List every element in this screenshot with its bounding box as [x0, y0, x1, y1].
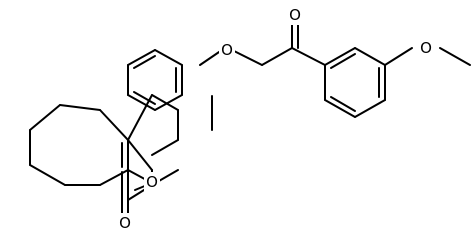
bond [99, 109, 129, 141]
lactone-oxygen-label: O [119, 214, 131, 232]
bond [291, 47, 326, 66]
bond [59, 104, 101, 111]
atom-labels: O O O O O [117, 5, 434, 233]
bond [324, 47, 356, 66]
bond [384, 47, 413, 66]
cycloheptene-ring [29, 104, 129, 186]
bond [127, 49, 156, 66]
bond [324, 99, 356, 118]
bond [354, 47, 386, 66]
bond [261, 47, 293, 66]
bond [439, 47, 471, 66]
bond [127, 94, 153, 141]
bond [29, 164, 66, 186]
methoxyphenyl-ring [324, 47, 471, 118]
bond [154, 49, 183, 66]
oxyacetyl-linker [199, 19, 326, 66]
bond [127, 139, 153, 171]
bond [151, 94, 179, 111]
methoxy-oxygen-label: O [420, 39, 432, 57]
bond [199, 49, 223, 66]
bond [127, 94, 156, 111]
pyranone-ring [121, 94, 179, 216]
bond [330, 96, 356, 112]
bond [231, 49, 263, 66]
bond [354, 99, 386, 118]
bond [133, 55, 156, 69]
pyran-oxygen-label: O [146, 173, 158, 191]
ether-oxygen-label: O [221, 41, 233, 59]
bond [330, 53, 356, 69]
bond [154, 94, 183, 111]
bond [151, 139, 179, 156]
bond [133, 91, 156, 105]
bond [99, 169, 129, 186]
bond [29, 104, 61, 131]
coumarin-benzene-ring [127, 49, 183, 111]
ketone-oxygen-label: O [289, 6, 301, 24]
